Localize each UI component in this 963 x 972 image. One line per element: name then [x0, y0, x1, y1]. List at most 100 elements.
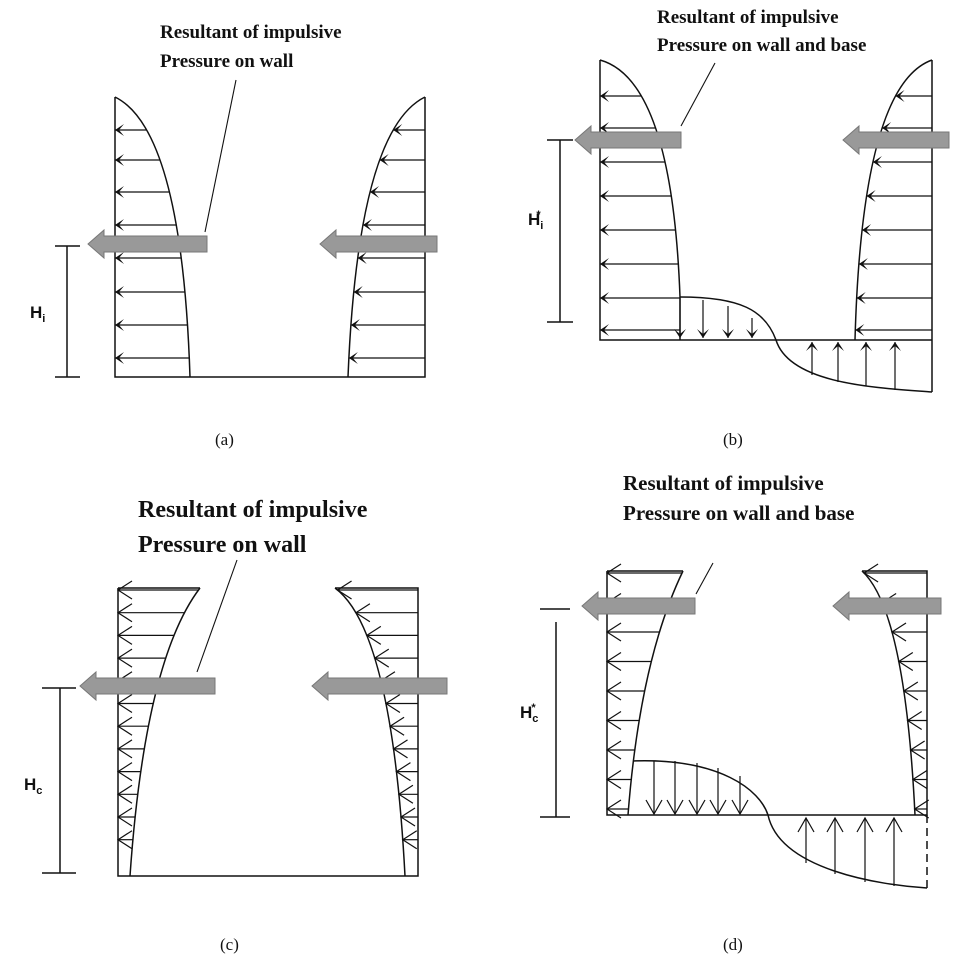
arrowhead-icon: [362, 219, 372, 231]
arrowhead-icon: [605, 681, 622, 701]
arrowhead-icon: [797, 816, 815, 833]
arrowhead-icon: [600, 324, 609, 336]
arrowhead-icon: [116, 603, 133, 623]
arrowhead-icon: [862, 563, 879, 583]
arrowhead-icon: [605, 740, 622, 760]
arrowhead-icon: [600, 224, 609, 236]
arrowhead-icon: [826, 816, 844, 833]
arrowhead-icon: [605, 563, 622, 583]
arrowhead-icon: [889, 342, 901, 351]
arrowhead-icon: [866, 190, 876, 202]
arrowhead-icon: [115, 352, 124, 364]
arrowhead-icon: [860, 342, 872, 351]
arrowhead-icon: [388, 716, 405, 736]
caption-a: (a): [215, 430, 234, 449]
arrowhead-icon: [401, 830, 418, 850]
arrowhead-icon: [856, 816, 874, 833]
height-dimension: [42, 687, 76, 874]
arrowhead-icon: [605, 622, 622, 642]
panel-d-title-line2: Pressure on wall and base: [623, 501, 854, 525]
panel-b: Resultant of impulsive Pressure on wall …: [528, 7, 933, 449]
arrowhead-icon: [115, 219, 124, 231]
arrowhead-icon: [605, 651, 622, 672]
arrowhead-icon: [913, 799, 930, 819]
height-label: Hi*: [528, 209, 543, 232]
arrowhead-icon: [370, 186, 380, 198]
panel-d: Resultant of impulsive Pressure on wall …: [520, 471, 928, 954]
arrowhead-icon: [605, 799, 622, 819]
base-pressure-curve: [632, 760, 928, 889]
arrowhead-icon: [365, 625, 382, 645]
arrowhead-icon: [116, 739, 133, 759]
arrowhead-icon: [115, 124, 124, 136]
panel-d-title-line1: Resultant of impulsive: [623, 471, 824, 495]
arrowhead-icon: [600, 122, 609, 134]
arrowhead-icon: [116, 693, 133, 714]
panel-c: Resultant of impulsive Pressure on wall …: [24, 497, 419, 954]
arrowhead-icon: [895, 90, 905, 102]
pointer-line: [204, 79, 237, 233]
arrowhead-icon: [373, 648, 390, 668]
arrowhead-icon: [392, 739, 408, 759]
arrowhead-icon: [605, 710, 622, 731]
arrowhead-icon: [600, 190, 609, 202]
arrowhead-icon: [115, 319, 124, 331]
height-dimension: [540, 608, 570, 818]
left-pressure-curve: [114, 96, 191, 378]
base-pressure-curve: [679, 296, 933, 393]
arrowhead-icon: [862, 224, 872, 236]
arrowhead-icon: [882, 122, 892, 134]
arrowhead-icon: [115, 154, 124, 166]
arrowhead-icon: [605, 769, 622, 790]
arrowhead-icon: [379, 154, 389, 166]
arrowhead-icon: [116, 625, 133, 645]
arrowhead-icon: [674, 329, 686, 338]
arrowhead-icon: [116, 807, 133, 827]
panel-c-title-line1: Resultant of impulsive: [138, 497, 368, 523]
height-label: Hi: [30, 303, 45, 325]
arrowhead-icon: [116, 830, 133, 850]
pointer-line: [695, 562, 714, 595]
arrowhead-icon: [397, 784, 414, 804]
panel-b-title-line1: Resultant of impulsive: [657, 7, 839, 28]
arrowhead-icon: [336, 580, 352, 600]
arrowhead-icon: [116, 784, 133, 804]
arrowhead-icon: [116, 580, 133, 600]
pointer-line: [680, 62, 716, 127]
pointer-line: [196, 559, 238, 673]
resultant-force-arrow: [87, 228, 208, 260]
arrowhead-icon: [832, 342, 844, 351]
arrowhead-icon: [911, 769, 928, 790]
arrowhead-icon: [600, 258, 609, 270]
arrowhead-icon: [906, 710, 922, 731]
arrowhead-icon: [902, 681, 919, 701]
arrowhead-icon: [116, 648, 133, 668]
resultant-force-arrow: [311, 670, 448, 702]
resultant-force-arrow: [832, 590, 942, 622]
arrowhead-icon: [115, 286, 124, 298]
arrowhead-icon: [858, 258, 868, 270]
panel-c-title-line2: Pressure on wall: [138, 532, 307, 558]
arrowhead-icon: [855, 324, 865, 336]
arrowhead-icon: [353, 286, 363, 298]
arrowhead-icon: [115, 252, 124, 264]
height-dimension: [55, 245, 80, 378]
arrowhead-icon: [116, 762, 133, 782]
right-pressure-curve: [334, 587, 406, 877]
arrowhead-icon: [897, 651, 914, 672]
arrowhead-icon: [746, 329, 758, 338]
arrowhead-icon: [116, 716, 133, 736]
arrowhead-icon: [872, 156, 882, 168]
tank-walls: [117, 587, 419, 877]
resultant-force-arrow: [319, 228, 438, 260]
arrowhead-icon: [399, 807, 416, 827]
arrowhead-icon: [354, 603, 371, 623]
arrowhead-icon: [348, 352, 358, 364]
caption-d: (d): [723, 935, 743, 954]
tank-walls: [599, 60, 933, 392]
caption-c: (c): [220, 935, 239, 954]
arrowhead-icon: [806, 342, 818, 351]
left-pressure-curve: [627, 570, 684, 816]
